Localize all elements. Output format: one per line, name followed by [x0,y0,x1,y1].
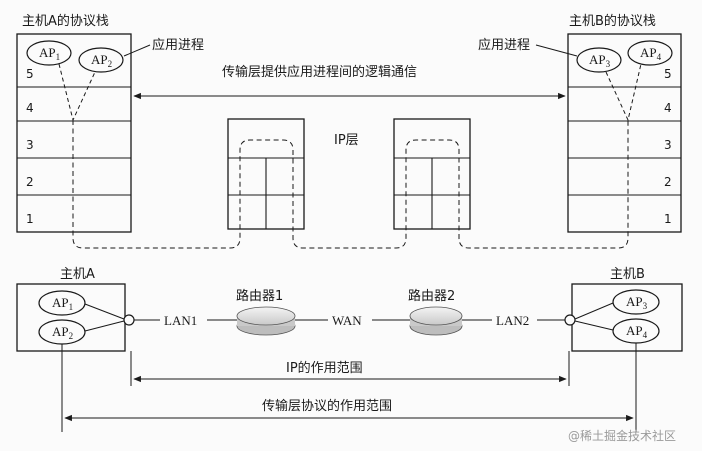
host-a-stack-label: 主机A的协议栈 [22,13,109,29]
host-b-layer-2: 2 [664,175,672,189]
router1-icon [236,306,296,336]
host-b-stack-label: 主机B的协议栈 [569,13,656,29]
host-a-ap2-link [84,320,125,332]
host-a-layer-5: 5 [26,67,34,81]
host-b-port [564,314,576,326]
host-a-app-process-pointer [123,44,151,57]
wan-label: WAN [332,313,362,328]
router2-icon [409,306,463,336]
host-a-port [123,314,135,326]
host-a-layer-3: 3 [26,138,34,152]
host-b-label: 主机B [610,267,645,282]
host-a-ap1-link [84,303,125,320]
host-b-layer-1: 1 [664,212,672,226]
host-a-layer-2: 2 [26,175,34,189]
host-a-ap2-top [78,47,124,73]
host-a-layer-1: 1 [26,212,34,226]
host-b-ap3-label: AP3 [626,294,648,311]
router2-stack [393,118,471,230]
router2-label: 路由器2 [408,288,455,304]
host-b-ap4-top-label: AP4 [640,45,662,62]
host-b-layer-4: 4 [664,101,672,115]
host-a-label: 主机A [60,267,95,282]
host-a-ap1-top-label: AP1 [39,45,60,62]
host-a-ap-converge-line [58,63,96,122]
host-a-stack [16,33,132,233]
lan1-label: LAN1 [164,313,197,328]
data-path-dashed [72,120,629,249]
host-a-ap2-label: AP2 [52,324,73,341]
router1-label: 路由器1 [236,288,283,304]
transport-scope-label: 传输层协议的作用范围 [262,398,392,414]
host-b-layer-5: 5 [664,67,672,81]
lan2-label: LAN2 [496,313,529,328]
transport-logical-label: 传输层提供应用进程间的逻辑通信 [222,64,417,80]
ip-layer-label: IP层 [334,133,359,148]
host-b-app-process-pointer [535,44,578,57]
host-b-ap4-label: AP4 [626,323,648,340]
router1-stack [227,118,305,230]
host-b-stack [567,33,682,233]
host-b-app-process-label: 应用进程 [478,37,530,53]
host-b-ap-converge-line [605,63,642,122]
host-b-ap3-link [574,302,614,320]
host-b-layer-3: 3 [664,138,672,152]
host-a-layer-4: 4 [26,101,34,115]
host-b-ap3 [612,289,660,315]
host-b-ap3-top-label: AP3 [589,52,611,69]
host-a-ap2-top-label: AP2 [91,52,112,69]
host-a-ap1-top [26,40,72,66]
watermark: @稀土掘金技术社区 [568,428,676,443]
ip-scope-label: IP的作用范围 [286,360,363,376]
host-a-ap1 [38,290,86,316]
host-a-app-process-label: 应用进程 [152,37,204,53]
host-b-ap4-link [574,320,614,331]
host-a-ap1-label: AP1 [52,295,73,312]
host-b-ap3-top [576,47,622,73]
host-b-ap4-top [627,40,673,66]
